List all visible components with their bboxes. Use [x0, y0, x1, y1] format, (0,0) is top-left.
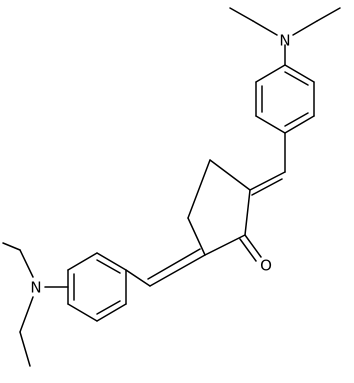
- bond: [292, 20, 318, 36]
- bond: [244, 189, 251, 236]
- carbonyl-group: O: [239, 234, 272, 275]
- bond: [96, 252, 127, 271]
- bond: [67, 303, 98, 322]
- bond: [187, 217, 206, 256]
- nitrogen-atom-label: N: [279, 32, 290, 50]
- bond: [187, 159, 211, 219]
- double-bond-outer: [149, 254, 206, 287]
- lower-benzene-ring: [67, 252, 127, 322]
- upper-benzene-ring: [255, 64, 315, 134]
- aromatic-inner-bond: [96, 300, 121, 315]
- double-bond-outer: [244, 234, 262, 258]
- bond: [252, 20, 278, 36]
- bond: [19, 331, 31, 367]
- bond: [316, 7, 341, 22]
- bond: [209, 159, 251, 191]
- bond: [255, 115, 286, 134]
- bond: [229, 7, 254, 22]
- bond: [67, 252, 98, 271]
- lower-diethylamino-group: N: [2, 242, 69, 367]
- nitrogen-atom-label: N: [30, 279, 41, 297]
- cyclopentanone-ring: [187, 159, 251, 256]
- bond: [19, 296, 34, 333]
- double-bond-inner: [147, 248, 201, 280]
- bond: [255, 64, 286, 83]
- aromatic-inner-bond: [284, 112, 309, 127]
- double-bond-outer: [249, 171, 286, 191]
- oxygen-atom-label: O: [260, 257, 272, 275]
- upper-diethylamino-group: N: [229, 7, 341, 66]
- bond: [125, 269, 151, 287]
- bond: [2, 242, 21, 251]
- bond: [96, 303, 127, 322]
- aromatic-inner-bond: [284, 71, 309, 86]
- bond: [19, 249, 34, 278]
- upper-methylidene: [249, 132, 286, 196]
- bond: [284, 115, 315, 134]
- double-bond-inner: [239, 238, 257, 262]
- double-bond-inner: [251, 178, 283, 196]
- aromatic-inner-bond: [96, 259, 121, 274]
- bond: [284, 64, 315, 83]
- lower-methylidene: [125, 248, 206, 287]
- bond: [204, 234, 246, 256]
